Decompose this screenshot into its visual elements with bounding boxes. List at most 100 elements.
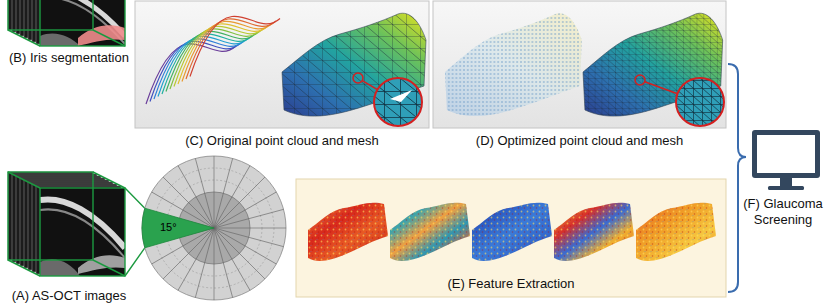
- radial-scan-disk: [214, 209, 284, 228]
- optimized-mesh-panel: [445, 13, 582, 116]
- computer-icon: [780, 178, 792, 187]
- radial-scan-disk: [142, 156, 286, 300]
- original-mesh-panel: [178, 24, 268, 84]
- feature-maps-panel: [472, 203, 552, 261]
- oct-image-stack: [8, 172, 125, 276]
- original-mesh-panel: [362, 81, 377, 90]
- optimized-mesh-panel: [676, 78, 724, 126]
- radial-scan-disk: [178, 228, 214, 290]
- oct-image-stack: [8, 172, 145, 276]
- radial-scan-disk: [214, 228, 215, 300]
- feature-maps-panel: [554, 203, 634, 261]
- feature-maps-panel: [308, 203, 388, 261]
- optimized-mesh-panel: [676, 78, 724, 126]
- oct-image-stack: [40, 188, 125, 276]
- radial-scan-disk: [142, 208, 214, 248]
- original-mesh-panel: [146, 16, 280, 104]
- radial-scan-disk: [214, 228, 284, 247]
- oct-image-stack: [8, 0, 125, 46]
- feature-maps-panel: [308, 203, 388, 261]
- original-mesh-panel: [186, 19, 276, 79]
- feature-maps-panel: [390, 203, 470, 261]
- feature-panel: (E) Feature Extraction: [296, 179, 726, 297]
- original-mesh-panel: [374, 78, 422, 126]
- radial-scan-disk: [178, 166, 214, 228]
- original-mesh-panel: [166, 31, 256, 91]
- oct-image-stack: [40, 34, 80, 46]
- radial-scan-disk: [214, 228, 250, 290]
- radial-scan-disk: [214, 228, 286, 229]
- radial-scan-disk: [142, 156, 286, 300]
- screening-panel: (F) Glaucoma Screening: [738, 196, 828, 236]
- feature-maps-panel: [296, 179, 726, 297]
- oct-image-stack: [40, 199, 125, 248]
- oct-image-stack: [8, 0, 125, 46]
- computer-icon: [757, 135, 815, 173]
- computer-icon: [768, 186, 804, 190]
- oct-image-stack: [8, 172, 93, 260]
- original-mesh-panel: [135, 1, 429, 128]
- optimized-mesh-panel: [433, 1, 726, 128]
- panel-caption: (D) Optimized point cloud and mesh: [476, 133, 683, 149]
- feature-maps-panel: [472, 203, 552, 261]
- original-mesh-panel: [162, 34, 252, 94]
- computer-icon: [752, 130, 820, 190]
- radial-scan-disk: [214, 228, 233, 298]
- radial-scan-disk: [195, 228, 214, 298]
- radial-scan-disk: [214, 228, 265, 279]
- point-cloud-panel: (C) Original point cloud and mesh: [135, 0, 429, 150]
- original-mesh-panel: [174, 26, 264, 86]
- optimized-mesh-panel: [676, 78, 724, 126]
- radial-scan-disk: [214, 228, 276, 264]
- optimized-mesh-panel: [676, 78, 724, 126]
- feature-maps-panel: [636, 203, 716, 261]
- original-mesh-panel: [374, 78, 422, 126]
- optimized-mesh-panel: [445, 13, 582, 116]
- original-mesh-panel: [190, 16, 280, 76]
- feature-maps-panel: [554, 203, 634, 261]
- panel-caption: (A) AS-OCT images: [12, 288, 127, 304]
- oct-image-stack: [8, 0, 93, 30]
- radial-scan-disk: [195, 158, 214, 228]
- feature-maps-panel: [390, 203, 470, 261]
- panel-caption: (F) Glaucoma Screening: [738, 196, 828, 228]
- radial-scan-disk: [214, 177, 265, 228]
- feature-maps-panel: [636, 203, 716, 261]
- oct-image-stack: [40, 259, 80, 276]
- radial-scan-disk: [214, 158, 233, 228]
- radial-scan-disk: [214, 156, 215, 228]
- point-cloud-panel: (D) Optimized point cloud and mesh: [433, 0, 726, 150]
- original-mesh-panel: [374, 78, 422, 126]
- original-mesh-panel: [135, 1, 429, 128]
- original-mesh-panel: [182, 21, 272, 81]
- oct-image-stack: [40, 188, 125, 276]
- panel-caption: (E) Feature Extraction: [447, 276, 574, 292]
- original-mesh-panel: [374, 78, 422, 126]
- original-mesh-panel: [170, 29, 260, 89]
- feature-maps-panel: [472, 203, 552, 261]
- radial-scan-disk: [214, 192, 276, 228]
- feature-maps-panel: [308, 203, 388, 261]
- feature-maps-panel: [390, 203, 470, 261]
- feature-maps-panel: [554, 203, 634, 261]
- original-mesh-panel: [390, 90, 412, 102]
- oct-image-stack: [8, 0, 125, 46]
- panel-caption: (C) Original point cloud and mesh: [185, 133, 379, 149]
- image-stack-panel: (A) AS-OCT images: [4, 168, 134, 304]
- panel-caption: (B) Iris segmentation: [9, 50, 129, 66]
- optimized-mesh-panel: [433, 1, 726, 128]
- oct-image-stack: [40, 209, 125, 258]
- oct-image-stack: [40, 188, 125, 276]
- optimized-mesh-panel: [645, 82, 678, 94]
- image-stack-panel: (B) Iris segmentation: [4, 0, 134, 66]
- original-mesh-panel: [353, 73, 363, 83]
- feature-maps-panel: [636, 203, 716, 261]
- radial-scan-disk: [214, 166, 250, 228]
- oct-image-stack: [8, 172, 145, 276]
- angle-label: 15°: [160, 221, 177, 234]
